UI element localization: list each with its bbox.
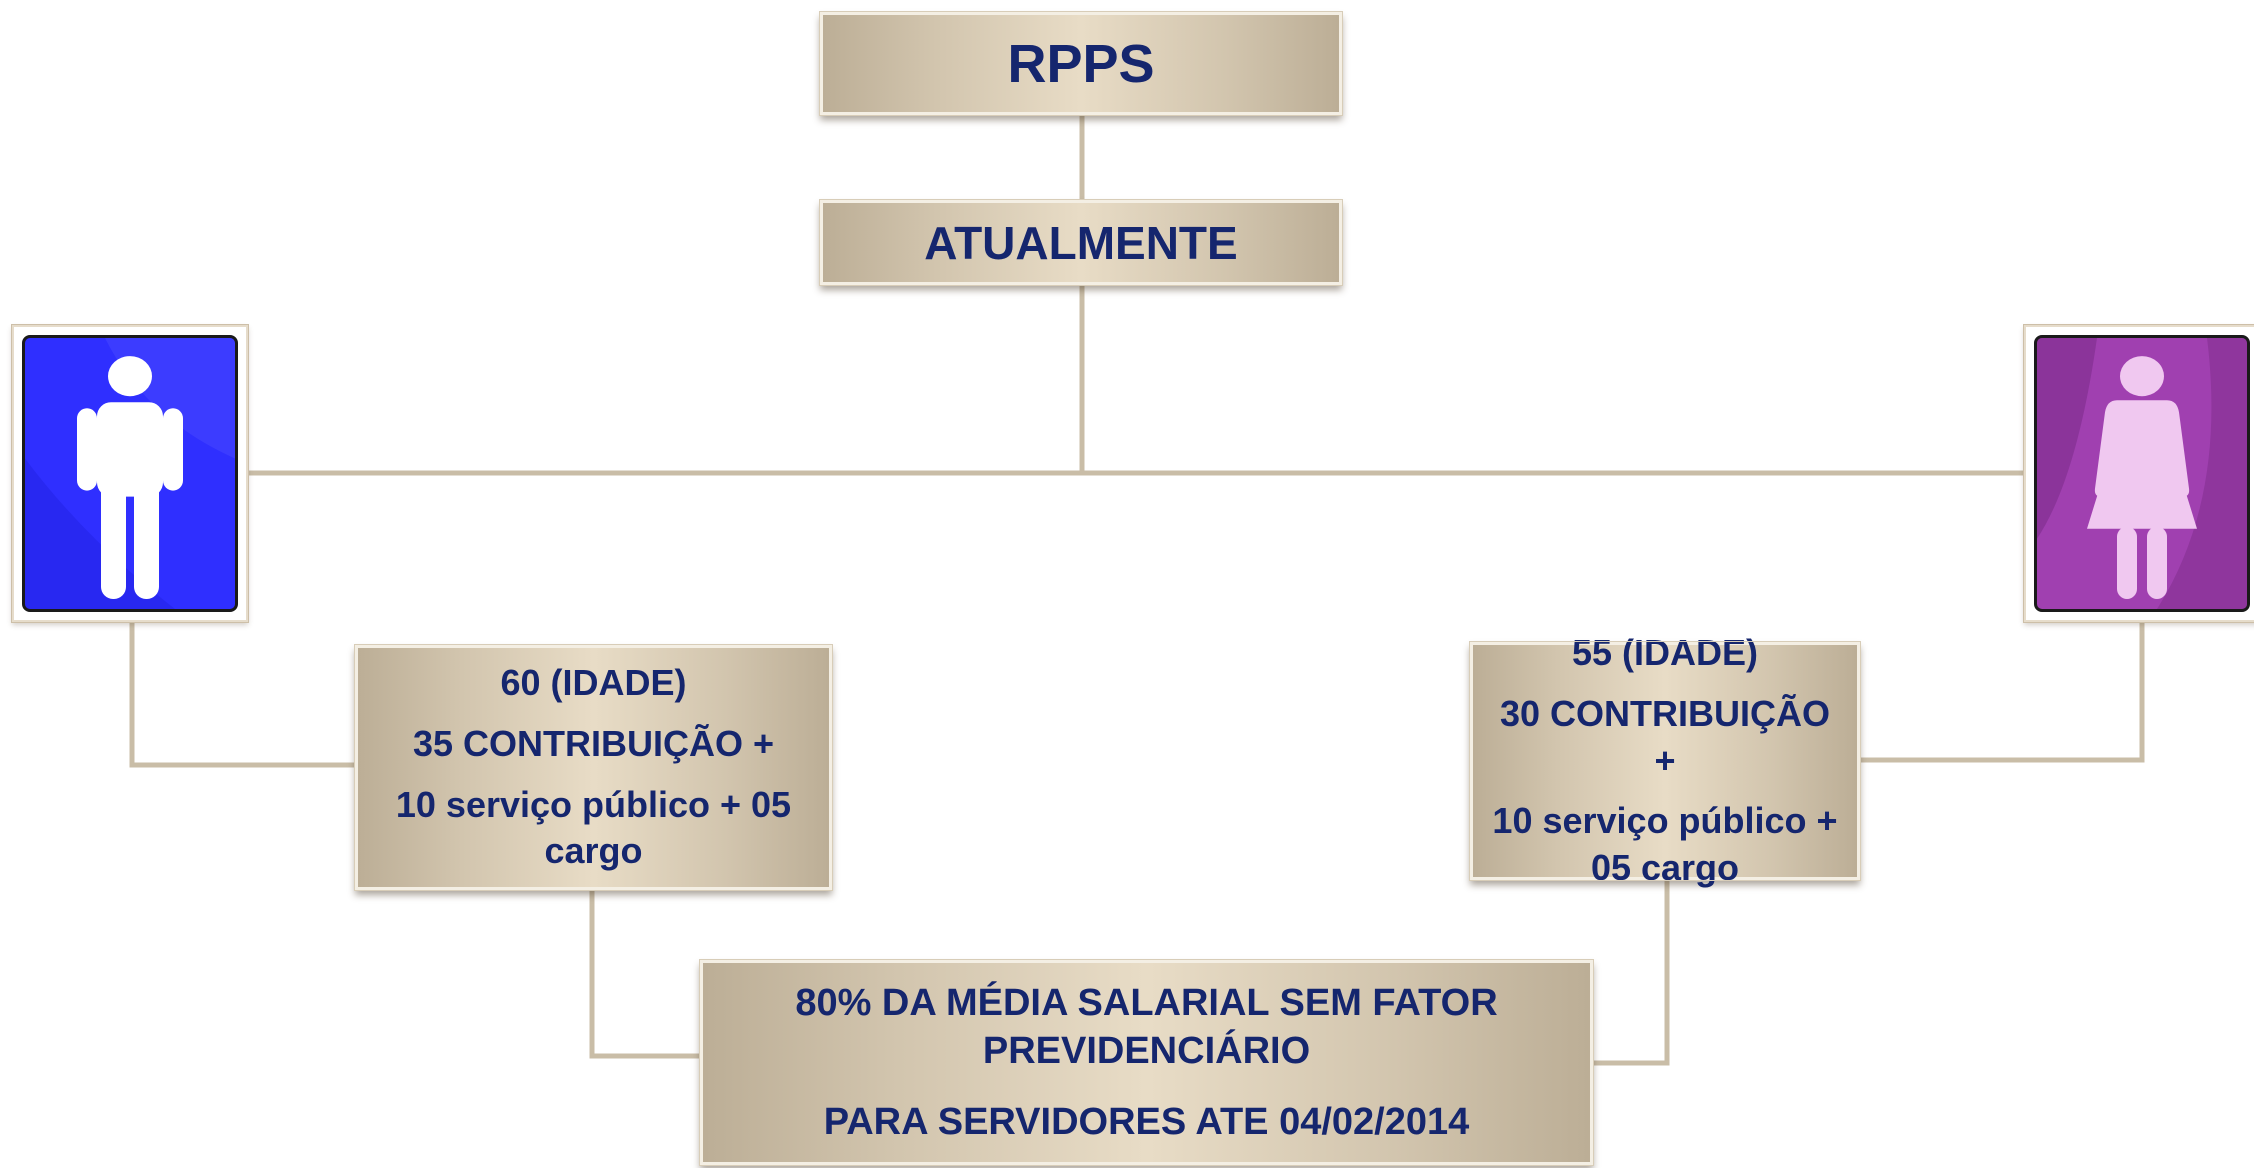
women-service-line2: 05 cargo <box>1590 847 1740 889</box>
rpps-title: RPPS <box>1007 33 1155 94</box>
woman-icon-frame <box>2023 324 2254 623</box>
women-requirements-box: 55 (IDADE) 30 CONTRIBUIÇÃO + 10 serviço … <box>1469 632 1861 888</box>
women-service-line1: 10 serviço público + <box>1492 800 1838 842</box>
women-age: 55 (IDADE) <box>1571 632 1759 674</box>
connector-woman-requirements <box>1860 622 2145 763</box>
men-service: 10 serviço público + 05 cargo <box>396 782 791 876</box>
result-line3: PARA SERVIDORES ATE 04/02/2014 <box>823 1100 1470 1143</box>
men-contribution: 35 CONTRIBUIÇÃO + <box>412 722 775 764</box>
rpps-title-box: RPPS <box>819 11 1343 116</box>
men-requirements-box: 60 (IDADE) 35 CONTRIBUIÇÃO + 10 serviço … <box>354 644 833 891</box>
men-service-line1: 10 serviço público + 05 <box>395 783 792 825</box>
atualmente-box: ATUALMENTE <box>819 199 1343 286</box>
women-contribution: 30 CONTRIBUIÇÃO + <box>1499 692 1831 781</box>
connector-man-requirements <box>129 622 355 768</box>
men-service-line2: cargo <box>544 830 643 872</box>
man-symbol-icon <box>22 335 238 612</box>
connector-men-result <box>589 890 700 1059</box>
atualmente-label: ATUALMENTE <box>924 216 1238 269</box>
connector-women-result <box>1593 880 1670 1066</box>
result-line2: PREVIDENCIÁRIO <box>982 1030 1311 1073</box>
result-box: 80% DA MÉDIA SALARIAL SEM FATOR PREVIDEN… <box>699 959 1594 1166</box>
women-service: 10 serviço público + 05 cargo <box>1492 798 1837 892</box>
man-icon-frame <box>11 324 249 623</box>
woman-symbol-icon <box>2034 335 2250 612</box>
men-age: 60 (IDADE) <box>500 661 687 703</box>
result-line1: 80% DA MÉDIA SALARIAL SEM FATOR <box>795 981 1498 1024</box>
